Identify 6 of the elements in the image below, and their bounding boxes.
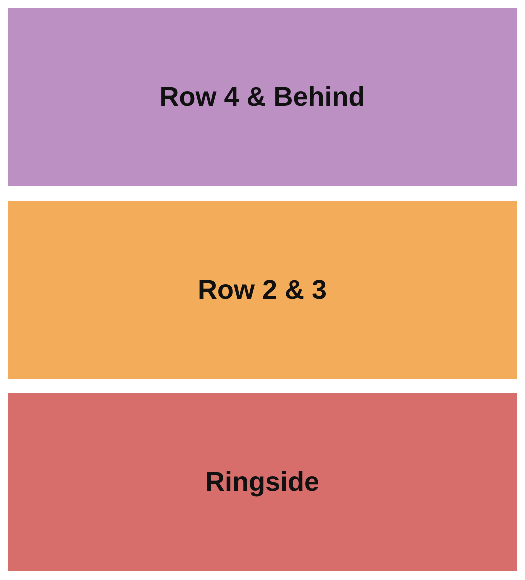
seating-section: [8, 8, 517, 186]
seating-section: [8, 393, 517, 571]
seating-section: [8, 201, 517, 379]
section-label: Ringside: [205, 466, 320, 498]
section-label: Row 2 & 3: [198, 274, 328, 306]
section-label: Row 4 & Behind: [160, 82, 366, 112]
